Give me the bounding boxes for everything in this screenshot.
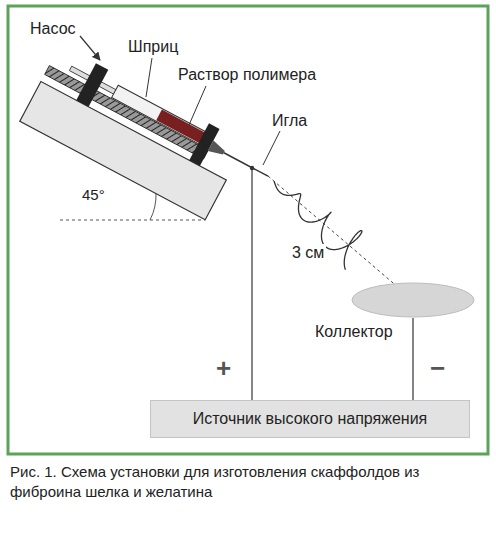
distance-label: 3 см bbox=[290, 244, 326, 262]
collector-plate: Коллектор bbox=[351, 282, 475, 318]
syringe-tip bbox=[208, 140, 227, 158]
pump-pointer bbox=[80, 36, 100, 60]
box-rect bbox=[151, 401, 470, 438]
solution-label: Раствор полимера bbox=[178, 66, 316, 84]
collector-label: Коллектор bbox=[315, 322, 393, 341]
collector-wire bbox=[412, 318, 413, 400]
needle-leader bbox=[263, 131, 280, 165]
polymer-jet-spiral bbox=[274, 181, 362, 270]
syringe-label: Шприц bbox=[128, 38, 178, 56]
positive-wire bbox=[251, 168, 252, 400]
polarity-sign: − bbox=[430, 354, 445, 384]
figure-caption: Рис. 1. Схема установки для изготовления… bbox=[10, 462, 486, 503]
angle-label: 45° bbox=[82, 186, 105, 203]
wire-contact bbox=[250, 166, 254, 170]
pump-clamp bbox=[76, 63, 108, 107]
angle-arc bbox=[150, 193, 156, 220]
polarity-sign: + bbox=[216, 354, 231, 384]
horizontal-reference bbox=[60, 220, 205, 221]
needle bbox=[224, 153, 268, 176]
pump-label: Насос bbox=[30, 20, 76, 38]
power-supply-box: Источник высокого напряжения bbox=[150, 400, 470, 438]
solution-leader bbox=[189, 86, 206, 125]
collector-outline bbox=[351, 282, 475, 318]
box-label: Источник высокого напряжения bbox=[193, 409, 428, 428]
syringe-leader bbox=[146, 58, 152, 97]
pump-platform bbox=[20, 81, 227, 219]
figure-frame bbox=[8, 6, 488, 454]
needle-label: Игла bbox=[272, 112, 307, 130]
syringe-barrel bbox=[112, 85, 211, 147]
collector-ellipse bbox=[352, 283, 474, 317]
jet-axis bbox=[268, 176, 413, 300]
